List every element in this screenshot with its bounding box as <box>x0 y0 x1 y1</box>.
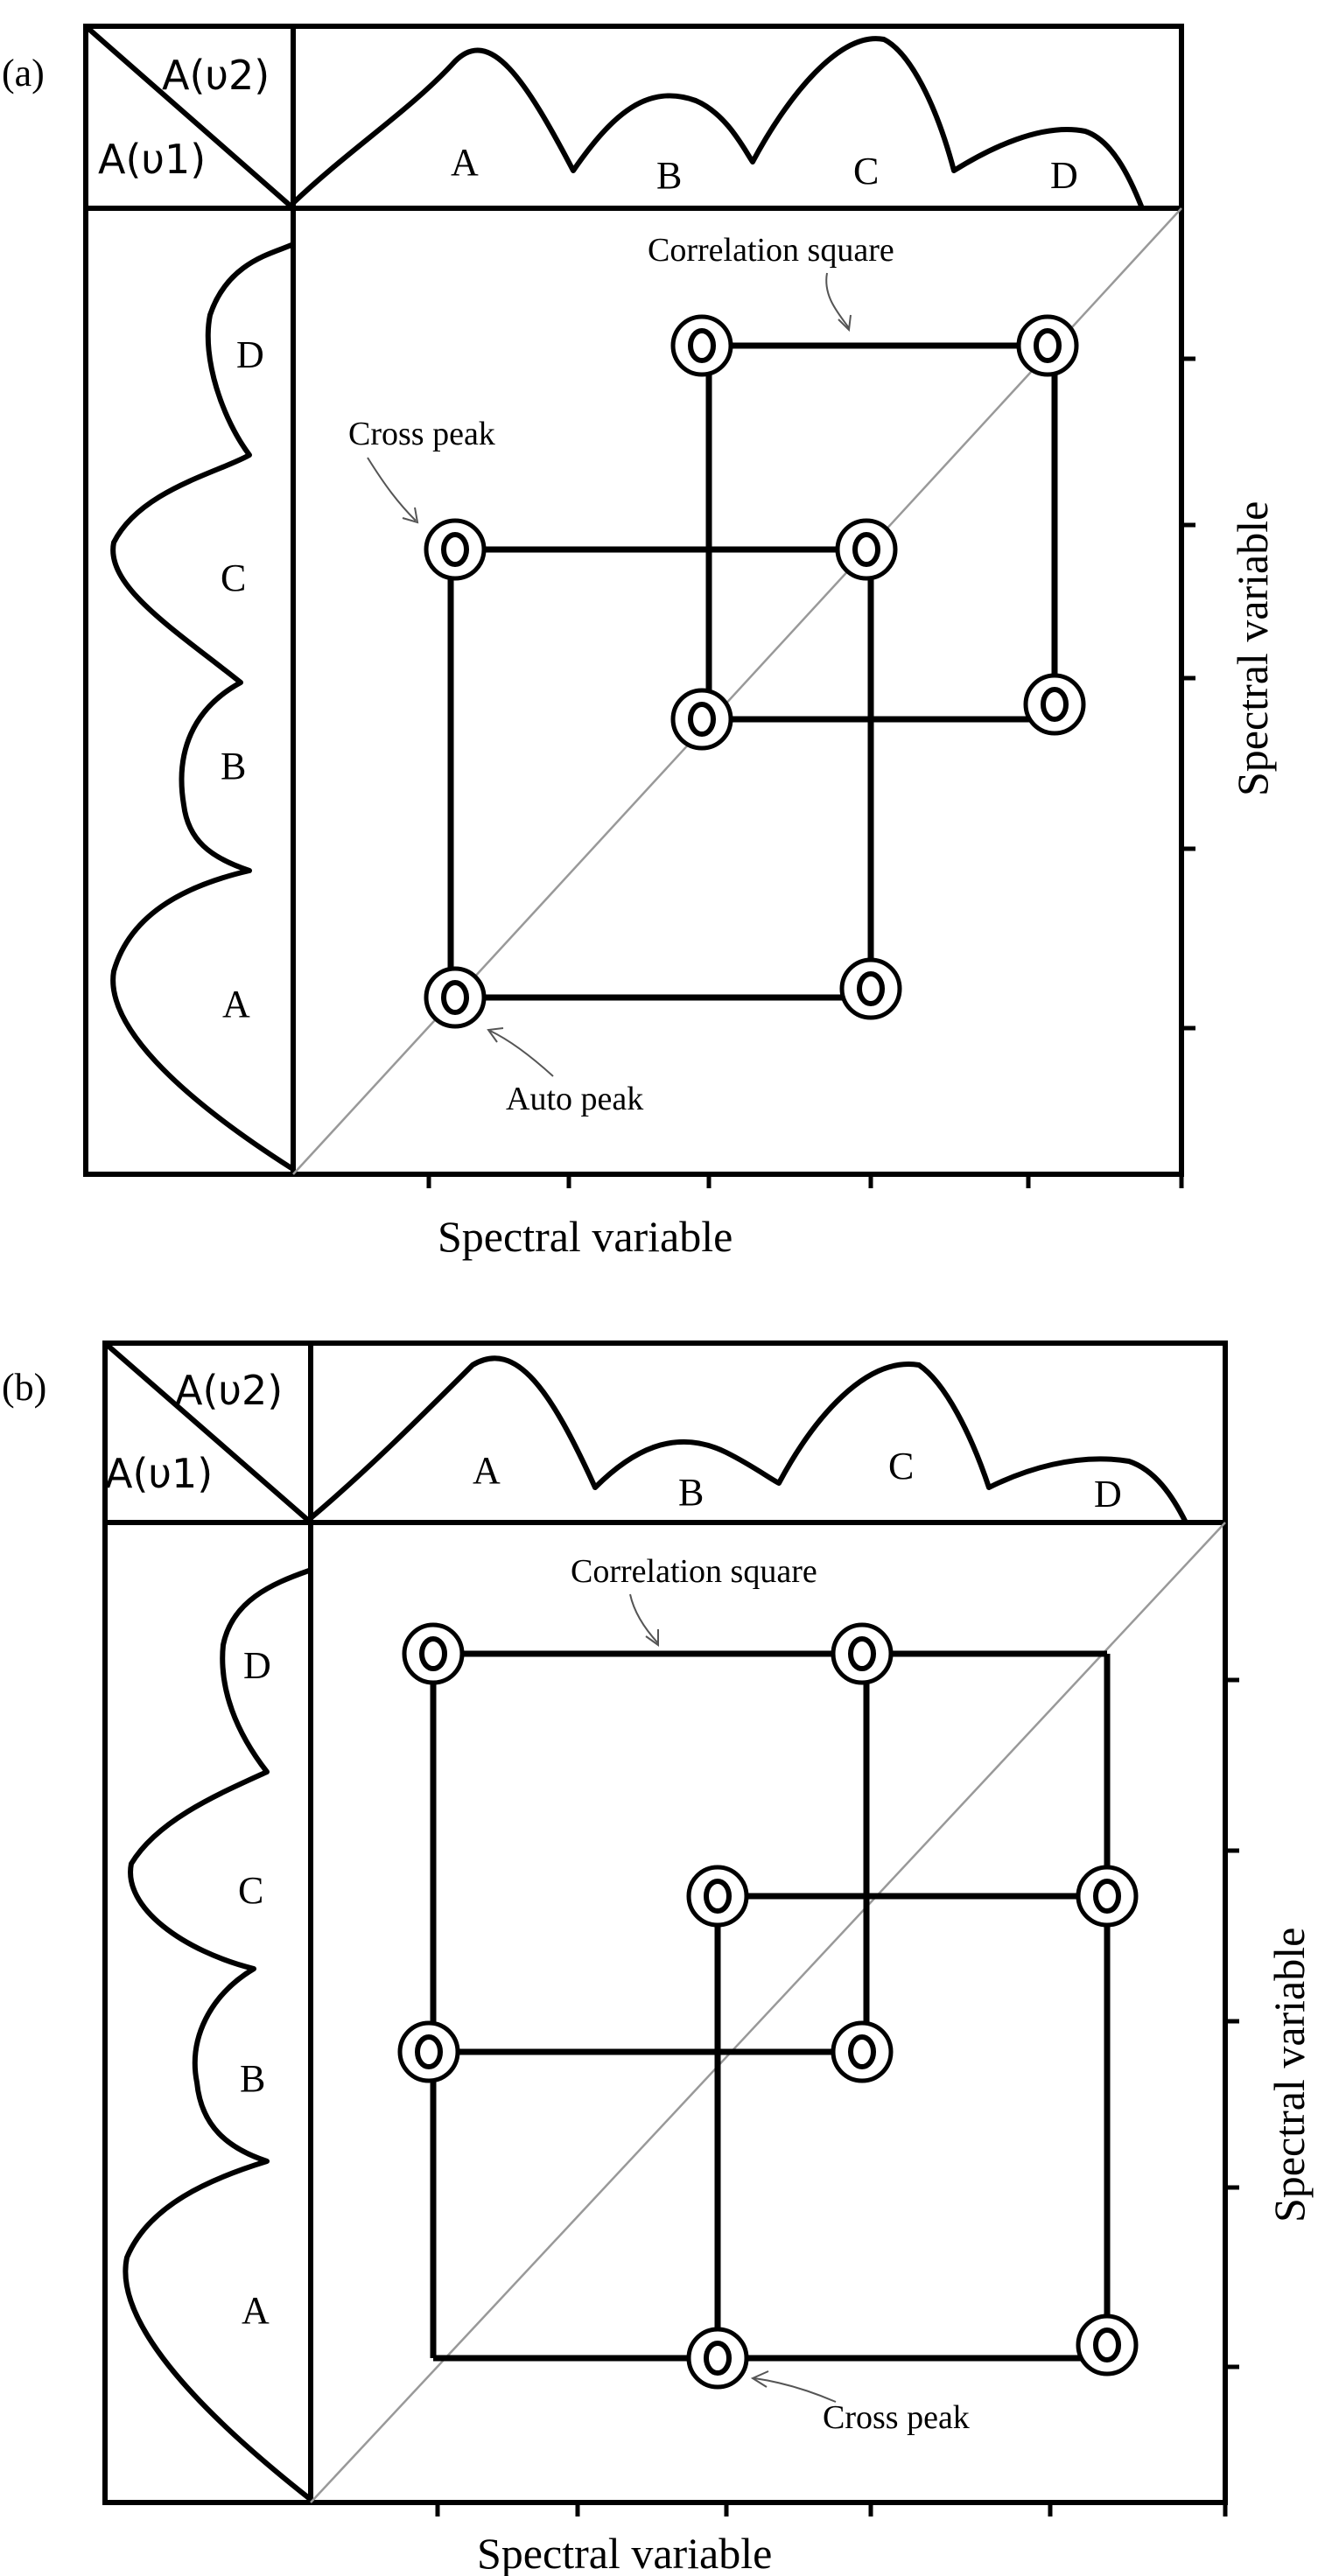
panel-a-top-spectrum-curve <box>291 36 1145 211</box>
panel-a-left-peak-b: B <box>221 745 246 788</box>
panel-b-note-correlation-square: Correlation square <box>571 1553 817 1590</box>
panel-a-note-correlation-square: Correlation square <box>648 232 894 269</box>
peak-marker <box>686 1865 749 1928</box>
panel-b-left-peak-d: D <box>243 1644 271 1687</box>
panel-b-top-spectrum-box <box>308 1340 1228 1525</box>
panel-a-peaks <box>424 314 1086 1029</box>
panel-a: (a) A(υ2) A(υ1) A B C D D C B A <box>2 24 1277 1261</box>
panel-a-correlation-lines <box>447 342 1058 1001</box>
panel-b-y-axis-label: Spectral variable <box>1265 1928 1314 2222</box>
peak-marker <box>1023 673 1086 736</box>
panel-b-left-peak-b: B <box>240 2057 265 2100</box>
panel-b-left-spectrum-curve <box>123 1568 312 2501</box>
panel-b-note-cross-peak: Cross peak <box>823 2399 970 2436</box>
panel-a-left-peak-a: A <box>222 983 250 1026</box>
panel-b-map-box <box>308 1520 1228 2505</box>
panel-a-note-cross-peak: Cross peak <box>348 416 495 452</box>
peak-marker <box>831 1622 894 1685</box>
panel-a-left-peak-d: D <box>236 333 264 376</box>
panel-a-left-peak-c: C <box>221 556 246 599</box>
panel-a-arrow-correlation-square <box>825 272 850 329</box>
panel-a-left-spectrum-curve <box>110 242 294 1171</box>
peak-marker <box>1016 314 1079 377</box>
panel-a-arrow-auto-peak <box>489 1030 554 1077</box>
panel-a-amp-left: A(υ1) <box>98 136 206 183</box>
panel-a-y-ticks <box>1181 356 1195 1031</box>
peak-marker <box>424 966 487 1029</box>
panel-a-top-peak-a: A <box>451 141 479 184</box>
peak-marker <box>1076 1865 1139 1928</box>
peak-marker <box>670 314 733 377</box>
panel-a-amp-top: A(υ2) <box>162 52 270 99</box>
peak-marker <box>835 518 898 581</box>
panel-b-top-peak-c: C <box>888 1445 914 1488</box>
panel-b-arrow-cross-peak <box>754 2377 837 2403</box>
peak-marker <box>424 518 487 581</box>
panel-b-top-peak-b: B <box>678 1471 704 1514</box>
panel-b-left-peak-a: A <box>242 2289 270 2332</box>
panel-b-amp-top: A(υ2) <box>175 1367 283 1414</box>
panel-a-x-axis-label: Spectral variable <box>438 1212 733 1261</box>
panel-b-amp-left: A(υ1) <box>105 1450 213 1497</box>
panel-b-x-axis-label: Spectral variable <box>477 2529 772 2576</box>
panel-a-top-spectrum-box <box>291 24 1184 211</box>
panel-b-correlation-lines <box>430 1650 1111 2362</box>
panel-a-top-peak-c: C <box>853 150 879 192</box>
panel-a-x-ticks <box>426 1174 1184 1188</box>
panel-b-arrow-correlation-square <box>629 1593 659 1644</box>
panel-b-top-peak-a: A <box>473 1449 501 1492</box>
panel-b-left-peak-c: C <box>238 1869 263 1912</box>
panel-a-label: (a) <box>2 52 45 94</box>
panel-a-y-axis-label: Spectral variable <box>1228 501 1277 796</box>
panel-a-top-peak-d: D <box>1050 154 1078 197</box>
peak-marker <box>397 2020 460 2083</box>
panel-b-main-diagonal <box>310 1522 1226 2503</box>
panel-b: (b) A(υ2) A(υ1) A B C D D C B A <box>2 1340 1314 2576</box>
panel-a-top-peak-b: B <box>656 154 682 197</box>
peak-marker <box>1076 2314 1139 2376</box>
peak-marker <box>402 1622 465 1685</box>
panel-a-map-box <box>291 206 1184 1177</box>
peak-marker <box>831 2020 894 2083</box>
peak-marker <box>686 2327 749 2390</box>
peak-marker <box>839 957 902 1020</box>
panel-a-corner-diagonal <box>84 24 295 211</box>
panel-b-y-ticks <box>1225 1677 1239 2370</box>
panel-a-arrow-cross-peak <box>367 457 417 522</box>
panel-a-note-auto-peak: Auto peak <box>506 1081 643 1117</box>
panel-b-peaks <box>397 1622 1139 2390</box>
panel-b-label: (b) <box>2 1366 46 1409</box>
peak-marker <box>670 688 733 751</box>
panel-b-x-ticks <box>435 2502 1228 2516</box>
panel-b-top-spectrum-curve <box>308 1355 1188 1525</box>
panel-b-corner-diagonal <box>103 1340 312 1525</box>
panel-b-top-peak-d: D <box>1094 1473 1122 1516</box>
